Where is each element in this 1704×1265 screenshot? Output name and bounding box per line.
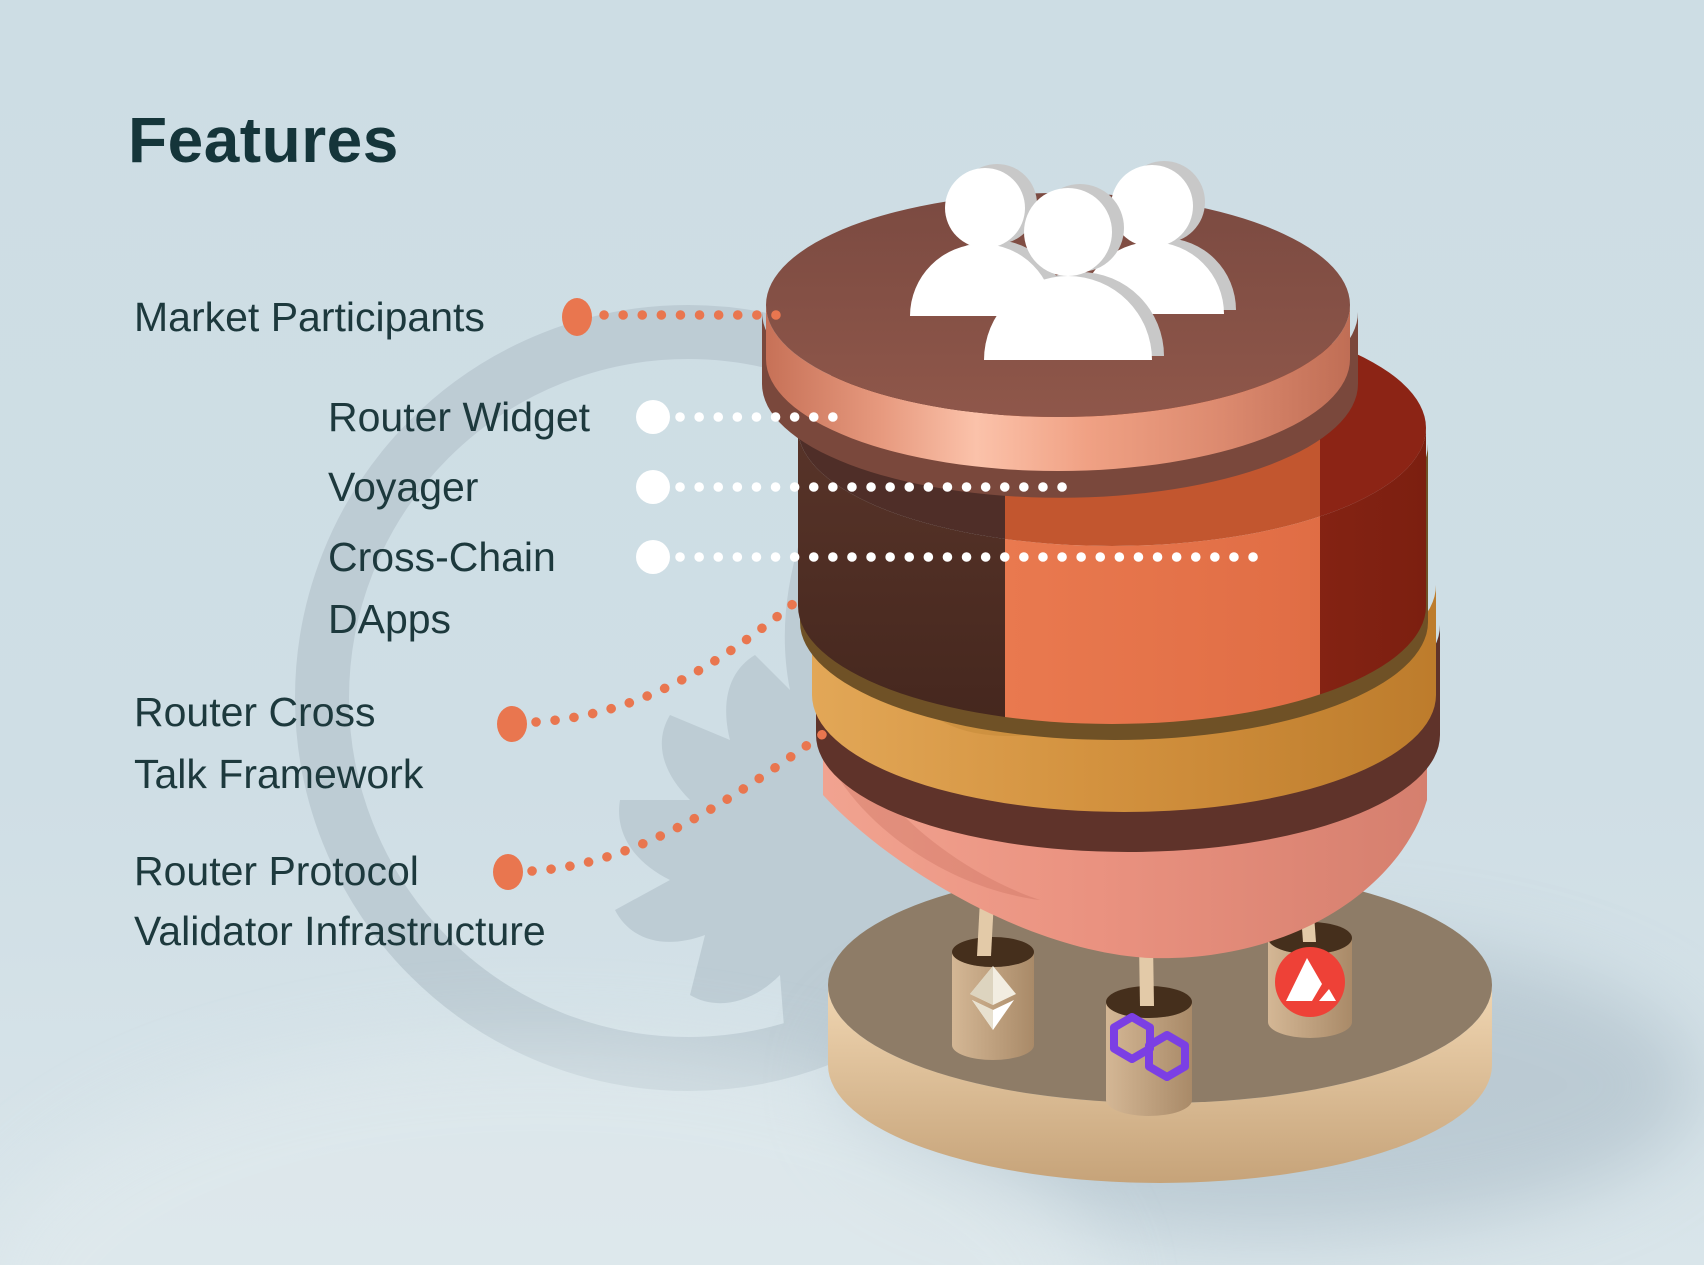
polygon-icon: [1110, 1013, 1189, 1081]
ethereum-icon: [970, 966, 1016, 1030]
validator-infrastructure-line: [527, 729, 828, 876]
callout-dots: [493, 298, 670, 890]
page-title: Features: [128, 103, 399, 176]
avalanche-icon: [1275, 947, 1345, 1017]
feature-label-voyager: Voyager: [328, 464, 479, 510]
feature-label-validator-infrastructure: Router Protocol Validator Infrastructure: [134, 848, 546, 954]
feature-label-cross-chain-dapps: Cross-Chain DApps: [328, 534, 556, 642]
floor-glow: [0, 1040, 1095, 1265]
feature-label-cross-talk-framework: Router Cross Talk Framework: [134, 689, 424, 797]
feature-label-router-widget: Router Widget: [328, 394, 591, 440]
cross-talk-framework-line: [531, 589, 810, 727]
avalanche-cylinder: [1268, 922, 1352, 1038]
cross-talk-framework-dot: [497, 706, 527, 742]
feature-label-market-participants: Market Participants: [134, 294, 485, 340]
validator-infrastructure-dot: [493, 854, 523, 890]
users-icon: [910, 161, 1236, 360]
ethereum-cylinder: [952, 937, 1034, 1060]
router-widget-dot: [636, 400, 670, 434]
market-participants-dot: [562, 298, 592, 336]
voyager-dot: [636, 470, 670, 504]
segment-voyager: [1005, 516, 1320, 724]
segment-cross-chain-dapps: [1320, 428, 1426, 695]
cross-chain-dapps-dot: [636, 540, 670, 574]
callout-connectors: [527, 310, 1273, 876]
segment-router-widget: [798, 428, 1005, 717]
